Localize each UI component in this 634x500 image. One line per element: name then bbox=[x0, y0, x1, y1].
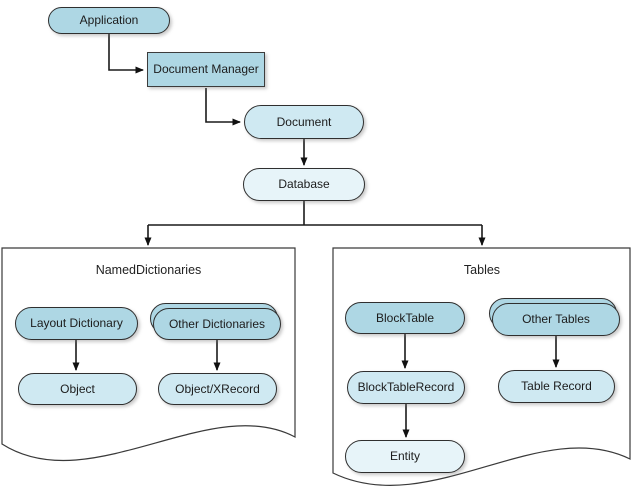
node-application: Application bbox=[48, 7, 170, 34]
container-label-tables: Tables bbox=[463, 263, 501, 277]
node-object-xrecord: Object/XRecord bbox=[158, 373, 277, 405]
node-database: Database bbox=[243, 168, 365, 201]
node-other-dictionaries: Other Dictionaries bbox=[153, 308, 281, 340]
connector-document-manager-to-document bbox=[205, 88, 241, 126]
connector-application-to-document-manager bbox=[108, 34, 144, 74]
container-label-named-dictionaries: NamedDictionaries bbox=[95, 263, 202, 277]
container-named-dictionaries-shape bbox=[1, 247, 296, 462]
node-other-tables: Other Tables bbox=[492, 303, 620, 336]
node-object: Object bbox=[18, 373, 137, 405]
node-entity: Entity bbox=[345, 440, 465, 473]
node-document: Document bbox=[244, 105, 364, 139]
node-layout-dictionary: Layout Dictionary bbox=[15, 307, 138, 340]
node-document-manager: Document Manager bbox=[147, 52, 265, 87]
node-blocktable: BlockTable bbox=[345, 302, 465, 334]
node-blocktablerecord: BlockTableRecord bbox=[347, 371, 465, 404]
node-table-record: Table Record bbox=[498, 370, 615, 403]
